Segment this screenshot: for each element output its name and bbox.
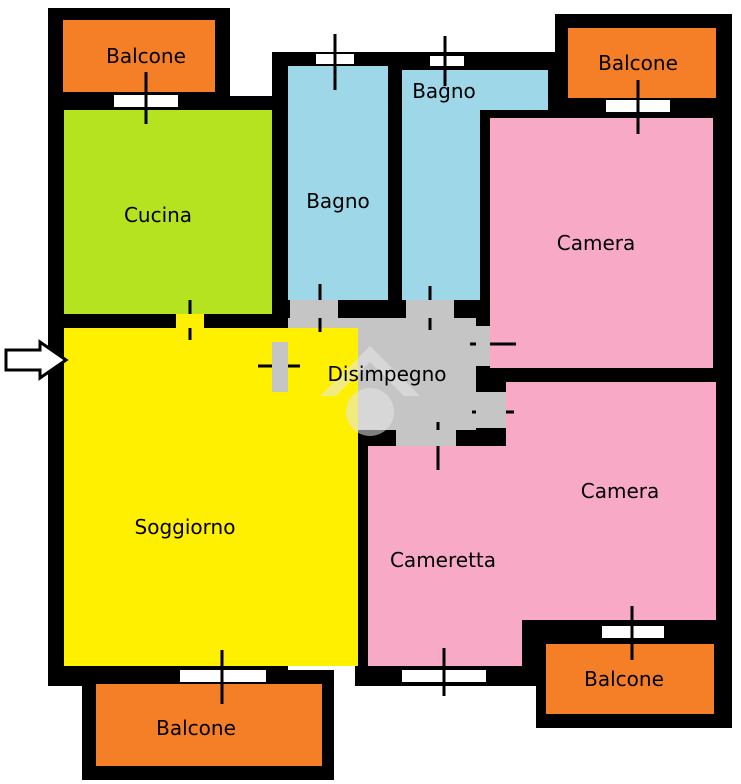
room-soggiorno <box>64 328 358 666</box>
room-cucina <box>64 110 272 314</box>
label-cameretta: Cameretta <box>390 548 496 572</box>
label-camera-1: Camera <box>557 231 636 255</box>
label-disimpegno: Disimpegno <box>327 362 446 386</box>
label-soggiorno: Soggiorno <box>135 515 236 539</box>
label-balcone-top-left: Balcone <box>106 44 186 68</box>
room-balcone-bottom-right <box>546 644 714 714</box>
room-balcone-top-right <box>568 28 716 98</box>
label-balcone-bottom-right: Balcone <box>584 667 664 691</box>
room-camera-2 <box>506 382 716 620</box>
door-gaps <box>176 300 506 446</box>
room-camera-1 <box>490 118 713 368</box>
house-watermark-icon <box>320 346 420 436</box>
label-bagno-1: Bagno <box>306 189 370 213</box>
room-bagno-1 <box>288 66 388 300</box>
room-bagno-2 <box>402 70 548 110</box>
entrance-arrow-icon <box>4 339 69 381</box>
room-balcone-bottom-left <box>96 684 322 766</box>
label-cucina: Cucina <box>124 203 192 227</box>
label-camera-2: Camera <box>581 479 660 503</box>
label-bagno-2: Bagno <box>412 79 476 103</box>
room-bagno-2-lower <box>402 108 480 300</box>
room-balcone-top-left <box>63 20 215 92</box>
label-balcone-top-right: Balcone <box>598 51 678 75</box>
room-cameretta <box>368 446 522 666</box>
label-balcone-bottom-left: Balcone <box>156 716 236 740</box>
